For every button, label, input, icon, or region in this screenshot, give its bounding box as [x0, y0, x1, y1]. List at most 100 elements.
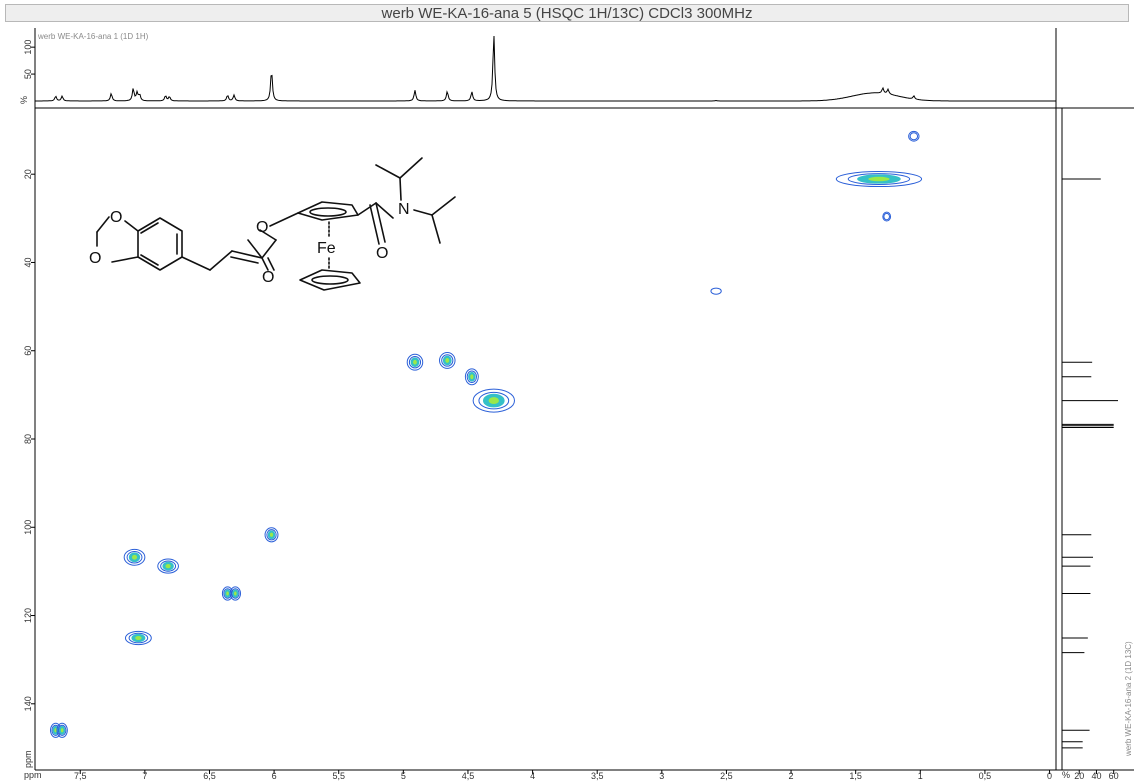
right-spectrum-label: werb WE-KA-16-ana 2 (1D 13C)	[1124, 641, 1133, 757]
atom-fe: Fe	[317, 240, 336, 257]
contour-outer	[710, 287, 722, 295]
crosspeak	[464, 368, 479, 386]
contour-outer	[124, 630, 152, 646]
n-ipr1	[399, 177, 402, 201]
x-axis-unit: ppm	[24, 770, 42, 780]
contour-outer	[406, 353, 424, 371]
ester-o-bond	[259, 229, 277, 241]
top-spectrum-label: werb WE-KA-16-ana 1 (1D 1H)	[37, 32, 149, 41]
crosspeak	[908, 130, 920, 142]
y-tick-label: 140	[23, 696, 33, 711]
atom-n: N	[398, 201, 410, 218]
contour-core	[868, 176, 890, 182]
x-tick-label: 2	[789, 771, 794, 781]
ipr1-me1	[375, 164, 401, 179]
contour-core	[488, 397, 499, 405]
contour-core	[165, 563, 171, 569]
hsqc-crosspeaks	[50, 130, 923, 738]
y-tick-label: 60	[23, 346, 33, 356]
contour-outer	[882, 211, 892, 222]
y-axis-unit: ppm	[23, 750, 33, 768]
x-tick-label: 0	[1047, 771, 1052, 781]
top-y-tick-label: 50	[23, 69, 33, 79]
benzene-inner-bond-2	[140, 254, 159, 266]
contour-mid	[441, 354, 454, 367]
crosspeak	[472, 388, 515, 413]
benzene-ring	[137, 217, 183, 271]
dioxole-bond-1	[124, 220, 139, 232]
top-1h-projection: 50 100 werb WE-KA-16-ana 1 (1D 1H) %	[19, 32, 1056, 104]
ipr2-me2	[431, 214, 441, 244]
contour-mid	[408, 355, 422, 369]
dioxole-bond-4	[111, 256, 139, 263]
atom-o1: O	[110, 209, 122, 226]
y-tick-label: 120	[23, 608, 33, 623]
upper-cp-ring	[297, 201, 359, 221]
x-tick-label: 4,5	[462, 771, 475, 781]
aryl-vinyl-bond	[181, 256, 211, 271]
x-tick-label: 0,5	[979, 771, 992, 781]
plot-title: werb WE-KA-16-ana 5 (HSQC 1H/13C) CDCl3 …	[5, 4, 1129, 22]
x-tick-label: 6,5	[203, 771, 216, 781]
carbonyl-bond-1	[261, 257, 269, 271]
right-x-tick-label: 20	[1074, 771, 1084, 781]
contour-core	[54, 728, 57, 733]
ester-bond-a	[247, 239, 263, 259]
n-ipr2	[413, 209, 433, 216]
contour-core	[60, 728, 64, 733]
contour-core	[226, 591, 229, 596]
x-tick-label: 7	[142, 771, 147, 781]
contour-mid	[883, 212, 890, 221]
right-x-tick-label: 60	[1109, 771, 1119, 781]
atom-o4: O	[256, 219, 268, 236]
x-tick-label: 7,5	[74, 771, 87, 781]
contour-core	[269, 532, 274, 537]
top-percent-label: %	[19, 96, 29, 104]
x-tick-label: 2,5	[720, 771, 733, 781]
amide-co-1	[375, 202, 386, 243]
x-tick-label: 5,5	[332, 771, 345, 781]
o-cp-bond	[269, 212, 299, 227]
crosspeak	[439, 351, 456, 369]
contour-core	[413, 359, 417, 365]
contour-core	[131, 554, 138, 560]
top-y-tick-label: 100	[23, 40, 33, 55]
right-x-tick-label: 40	[1091, 771, 1101, 781]
contour-mid	[231, 588, 240, 599]
x-tick-label: 5	[401, 771, 406, 781]
right-x-ticks: 20 40 60	[1074, 770, 1119, 781]
contour-outer	[123, 548, 146, 566]
contour-mid	[466, 370, 477, 383]
contour-outer	[439, 351, 456, 369]
contour-outer	[835, 171, 923, 188]
contour-outer	[464, 368, 479, 386]
contour-outer	[472, 388, 515, 413]
contour-outer	[229, 586, 241, 601]
crosspeak	[56, 722, 68, 738]
x-tick-label: 3,5	[591, 771, 604, 781]
vinyl-double-b	[230, 256, 259, 264]
top-spectrum-trace	[35, 35, 1056, 102]
crosspeak	[882, 211, 892, 222]
x-tick-label: 6	[272, 771, 277, 781]
y-tick-label: 100	[23, 520, 33, 535]
contour-mid	[478, 391, 510, 410]
upper-cp-inner	[309, 207, 347, 217]
y-tick-label: 20	[23, 169, 33, 179]
contour-mid	[160, 560, 177, 572]
amide-co-2	[369, 204, 380, 245]
contour-core	[470, 374, 474, 380]
lower-cp-ring	[299, 269, 361, 291]
benzene-inner-bond-3	[140, 222, 159, 234]
contour-outer	[56, 722, 68, 738]
cp-amide-bond	[357, 202, 377, 216]
contour-outer	[908, 130, 920, 142]
contour-mid	[126, 551, 143, 564]
x-tick-label: 1	[918, 771, 923, 781]
contour-mid	[266, 529, 277, 541]
vinyl-double-a	[231, 250, 263, 259]
right-spectrum-peaks	[1061, 108, 1118, 770]
